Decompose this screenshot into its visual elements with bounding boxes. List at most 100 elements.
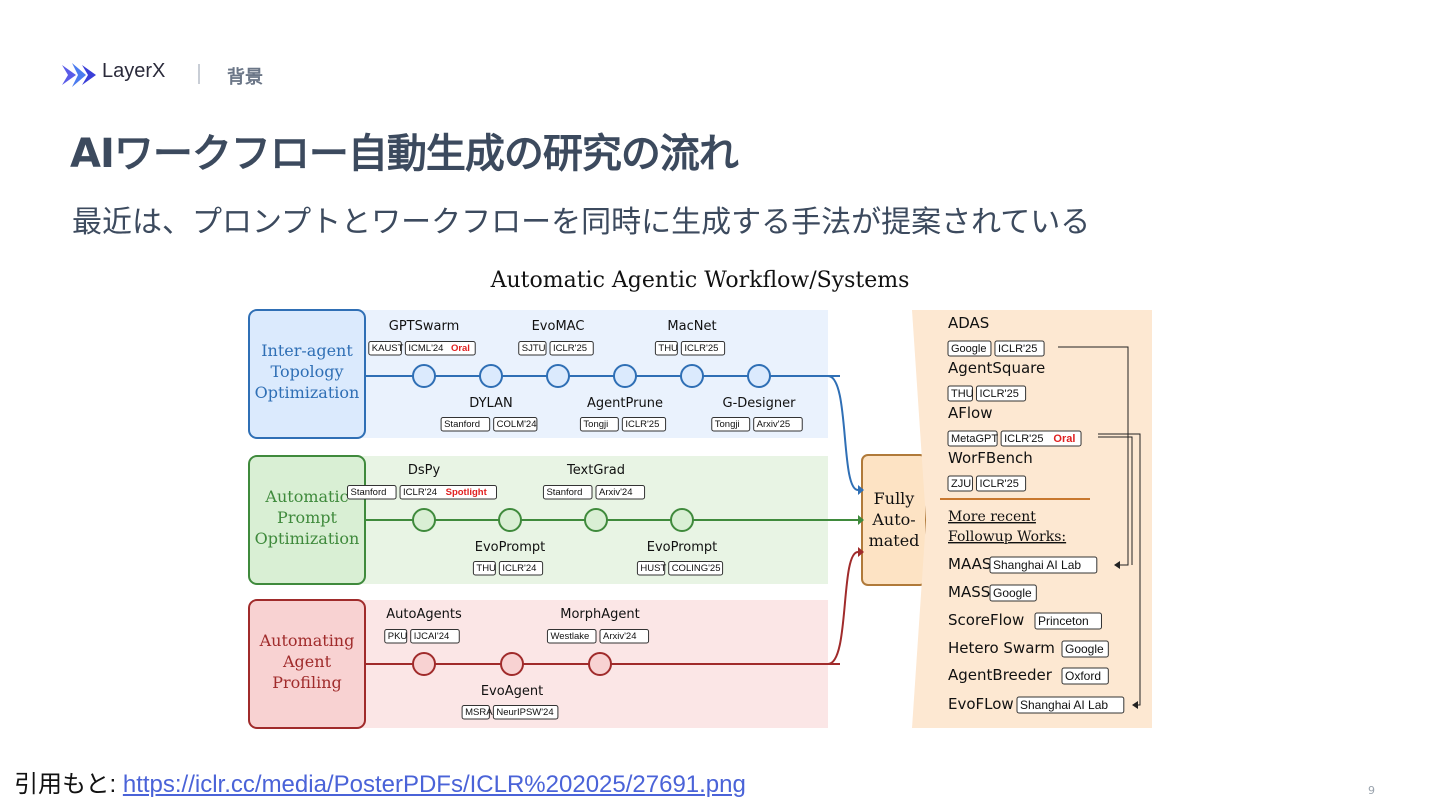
connector-arrowhead	[858, 515, 864, 525]
approach-tag: MetaGPT	[951, 433, 998, 445]
workflow-node	[498, 508, 522, 532]
node-tag: Arxiv'24	[599, 487, 633, 498]
node-tag-box	[654, 341, 678, 356]
node-tag: COLM'24	[497, 419, 537, 430]
more-recent-label: More recent	[948, 509, 1036, 525]
approach-tag-box	[947, 340, 992, 357]
node-tag-box	[492, 705, 559, 720]
followup-tag: Princeton	[1038, 614, 1089, 628]
node-tag: Arxiv'25	[757, 419, 791, 430]
connector-arrowhead	[858, 547, 864, 557]
node-tag: Oral	[451, 343, 470, 354]
node-tag: IJCAI'24	[414, 631, 450, 642]
node-name: DYLAN	[469, 396, 512, 411]
node-tag-box	[404, 341, 476, 356]
approach-tag: ICLR'25	[1004, 433, 1043, 445]
node-tag-box	[498, 561, 544, 576]
approach-tag-box	[947, 475, 973, 492]
approach-tag-box	[1000, 430, 1082, 447]
node-tag-box	[621, 417, 667, 432]
fully-automated-label: Fully	[874, 489, 915, 508]
node-tag: COLING'25	[672, 563, 721, 574]
node-tag: Stanford	[351, 487, 387, 498]
workflow-node	[747, 364, 771, 388]
node-tag-box	[680, 341, 726, 356]
node-tag-box	[440, 417, 491, 432]
approach-tag: ICLR'25	[998, 343, 1037, 355]
workflow-node	[546, 364, 570, 388]
workflow-node	[588, 652, 612, 676]
followup-tag: Shanghai AI Lab	[993, 558, 1081, 572]
node-name: EvoPrompt	[475, 540, 546, 555]
node-name: G-Designer	[723, 396, 797, 411]
node-tag: Stanford	[444, 419, 480, 430]
followup-tag: Shanghai AI Lab	[1020, 698, 1108, 712]
row-label: Inter-agent	[261, 341, 353, 360]
node-tag: SJTU	[522, 343, 546, 354]
followup-name: ScoreFlow	[948, 611, 1024, 629]
node-name: DsPy	[408, 463, 441, 478]
slide-title: AIワークフロー自動生成の研究の流れ	[70, 131, 739, 177]
citation-prefix: 引用もと:	[14, 771, 123, 798]
approach-tag-box	[947, 430, 998, 447]
bracket-line	[1098, 433, 1141, 706]
bracket-arrowhead	[1114, 561, 1120, 569]
node-tag-box	[599, 629, 650, 644]
followup-tag-box	[1061, 667, 1109, 685]
followup-tag-box	[1016, 696, 1125, 714]
node-tag: NeurIPSW'24	[496, 707, 553, 718]
approach-name: WorFBench	[948, 449, 1033, 467]
approach-tag-box	[975, 475, 1027, 492]
node-tag-box	[668, 561, 724, 576]
row-label: Optimization	[255, 529, 360, 548]
connector-profiling	[827, 551, 859, 665]
slide-subtitle: 最近は、プロンプトとワークフローを同時に生成する手法が提案されている	[72, 205, 1091, 240]
node-tag-box	[542, 485, 593, 500]
approach-tag: Oral	[1053, 433, 1075, 445]
header-divider	[198, 64, 200, 84]
node-name: GPTSwarm	[389, 319, 459, 334]
approach-name: AFlow	[948, 404, 993, 422]
node-tag-box	[493, 417, 538, 432]
node-tag-box	[579, 417, 619, 432]
node-name: TextGrad	[566, 463, 625, 478]
row-label: Automatic	[264, 487, 348, 506]
connector-topology	[827, 375, 859, 491]
approach-name: ADAS	[948, 314, 989, 332]
workflow-node	[479, 364, 503, 388]
row-label-box	[248, 309, 366, 439]
node-tag: ICML'24	[408, 343, 443, 354]
followup-name: EvoFLow	[948, 695, 1014, 713]
followup-tag-box	[1061, 640, 1109, 658]
section-label: 背景	[227, 67, 263, 88]
row-label: Topology	[271, 362, 344, 381]
followup-tag-box	[989, 556, 1098, 574]
node-tag-box	[636, 561, 666, 576]
diagram-title: Automatic Agentic Workflow/Systems	[490, 268, 910, 293]
node-tag: Tongji	[715, 419, 740, 430]
node-name: EvoMAC	[532, 319, 585, 334]
workflow-node	[680, 364, 704, 388]
node-tag-box	[549, 341, 594, 356]
row-label: Prompt	[277, 508, 337, 527]
node-tag: Stanford	[546, 487, 582, 498]
workflow-node	[500, 652, 524, 676]
node-tag: ICLR'25	[553, 343, 587, 354]
node-tag-box	[368, 341, 402, 356]
node-tag-box	[410, 629, 460, 644]
node-name: MacNet	[667, 319, 716, 334]
followup-name: AgentBreeder	[948, 666, 1053, 684]
citation-link[interactable]: https://iclr.cc/media/PosterPDFs/ICLR%20…	[122, 771, 746, 798]
connector-arrowhead	[858, 485, 864, 495]
approach-tag: ICLR'25	[979, 388, 1018, 400]
node-name: AgentPrune	[587, 396, 663, 411]
brand-name: LayerX	[102, 60, 166, 82]
workflow-node	[584, 508, 608, 532]
followup-tag: Google	[1065, 642, 1104, 656]
node-tag: Westlake	[550, 631, 589, 642]
workflow-diagram: Automatic Agentic Workflow/SystemsInter-…	[248, 268, 1152, 729]
bracket-line	[1098, 436, 1133, 565]
workflow-node	[412, 364, 436, 388]
fully-automated-label: Auto-	[871, 510, 915, 529]
node-name: AutoAgents	[386, 607, 462, 622]
